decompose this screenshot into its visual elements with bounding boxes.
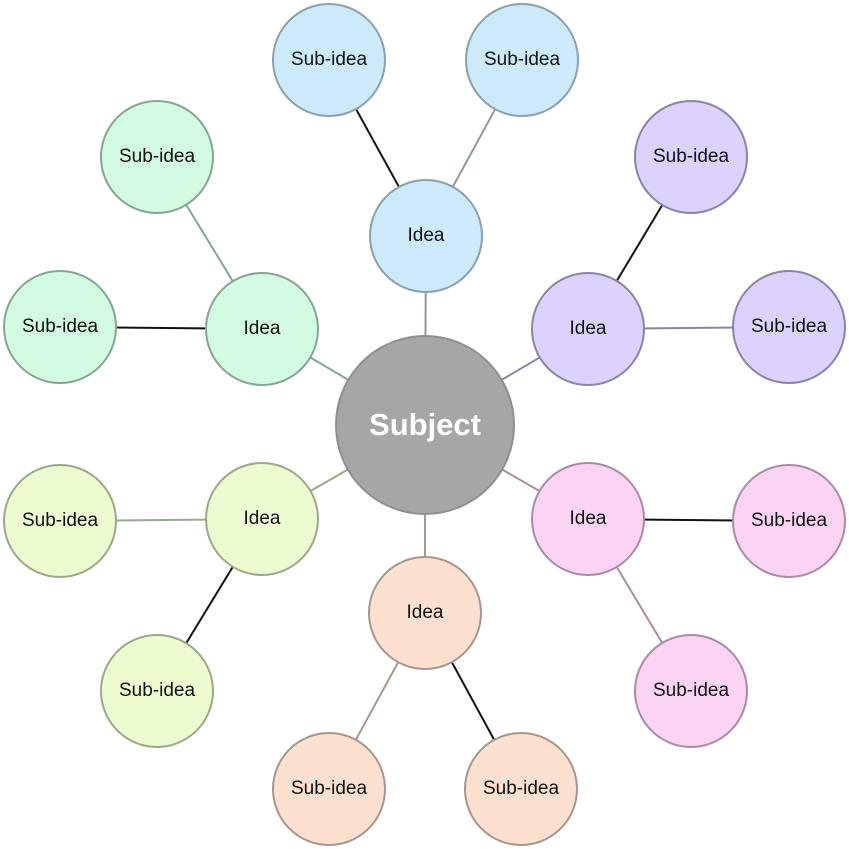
- idea-label: Idea: [406, 602, 444, 623]
- sub-idea-label: Sub-idea: [118, 680, 196, 701]
- idea-label: Idea: [407, 225, 445, 246]
- sub-idea-label: Sub-idea: [483, 49, 561, 70]
- idea-node-lower-right: Idea: [531, 462, 645, 576]
- sub-idea-node-left-2: Sub-idea: [3, 270, 117, 384]
- idea-node-top: Idea: [369, 179, 483, 293]
- sub-idea-node-bottom-2: Sub-idea: [464, 732, 578, 846]
- sub-idea-node-right-2: Sub-idea: [732, 270, 846, 384]
- sub-idea-node-top-1: Sub-idea: [272, 3, 386, 117]
- idea-node-left: Idea: [205, 272, 319, 386]
- sub-idea-node-lower-left-2: Sub-idea: [100, 634, 214, 748]
- sub-idea-node-lower-right-1: Sub-idea: [732, 464, 846, 578]
- idea-label: Idea: [243, 508, 281, 529]
- sub-idea-node-lower-right-2: Sub-idea: [634, 634, 748, 748]
- sub-idea-label: Sub-idea: [21, 510, 99, 531]
- idea-node-right: Idea: [531, 272, 645, 386]
- sub-idea-node-bottom-1: Sub-idea: [272, 732, 386, 846]
- subject-label: Subject: [369, 407, 481, 442]
- sub-idea-label: Sub-idea: [750, 510, 828, 531]
- sub-idea-label: Sub-idea: [290, 49, 368, 70]
- idea-label: Idea: [569, 318, 607, 339]
- sub-idea-label: Sub-idea: [652, 146, 730, 167]
- idea-label: Idea: [243, 318, 281, 339]
- sub-idea-label: Sub-idea: [290, 778, 368, 799]
- sub-idea-node-top-2: Sub-idea: [465, 3, 579, 117]
- sub-idea-label: Sub-idea: [118, 146, 196, 167]
- idea-node-lower-left: Idea: [205, 462, 319, 576]
- sub-idea-label: Sub-idea: [482, 778, 560, 799]
- sub-idea-node-left-1: Sub-idea: [100, 100, 214, 214]
- subject-node: Subject: [335, 335, 515, 515]
- idea-node-bottom: Idea: [368, 556, 482, 670]
- sub-idea-node-lower-left-1: Sub-idea: [3, 464, 117, 578]
- idea-label: Idea: [569, 508, 607, 529]
- sub-idea-label: Sub-idea: [652, 680, 730, 701]
- sub-idea-label: Sub-idea: [21, 316, 99, 337]
- sub-idea-label: Sub-idea: [750, 316, 828, 337]
- sub-idea-node-right-1: Sub-idea: [634, 100, 748, 214]
